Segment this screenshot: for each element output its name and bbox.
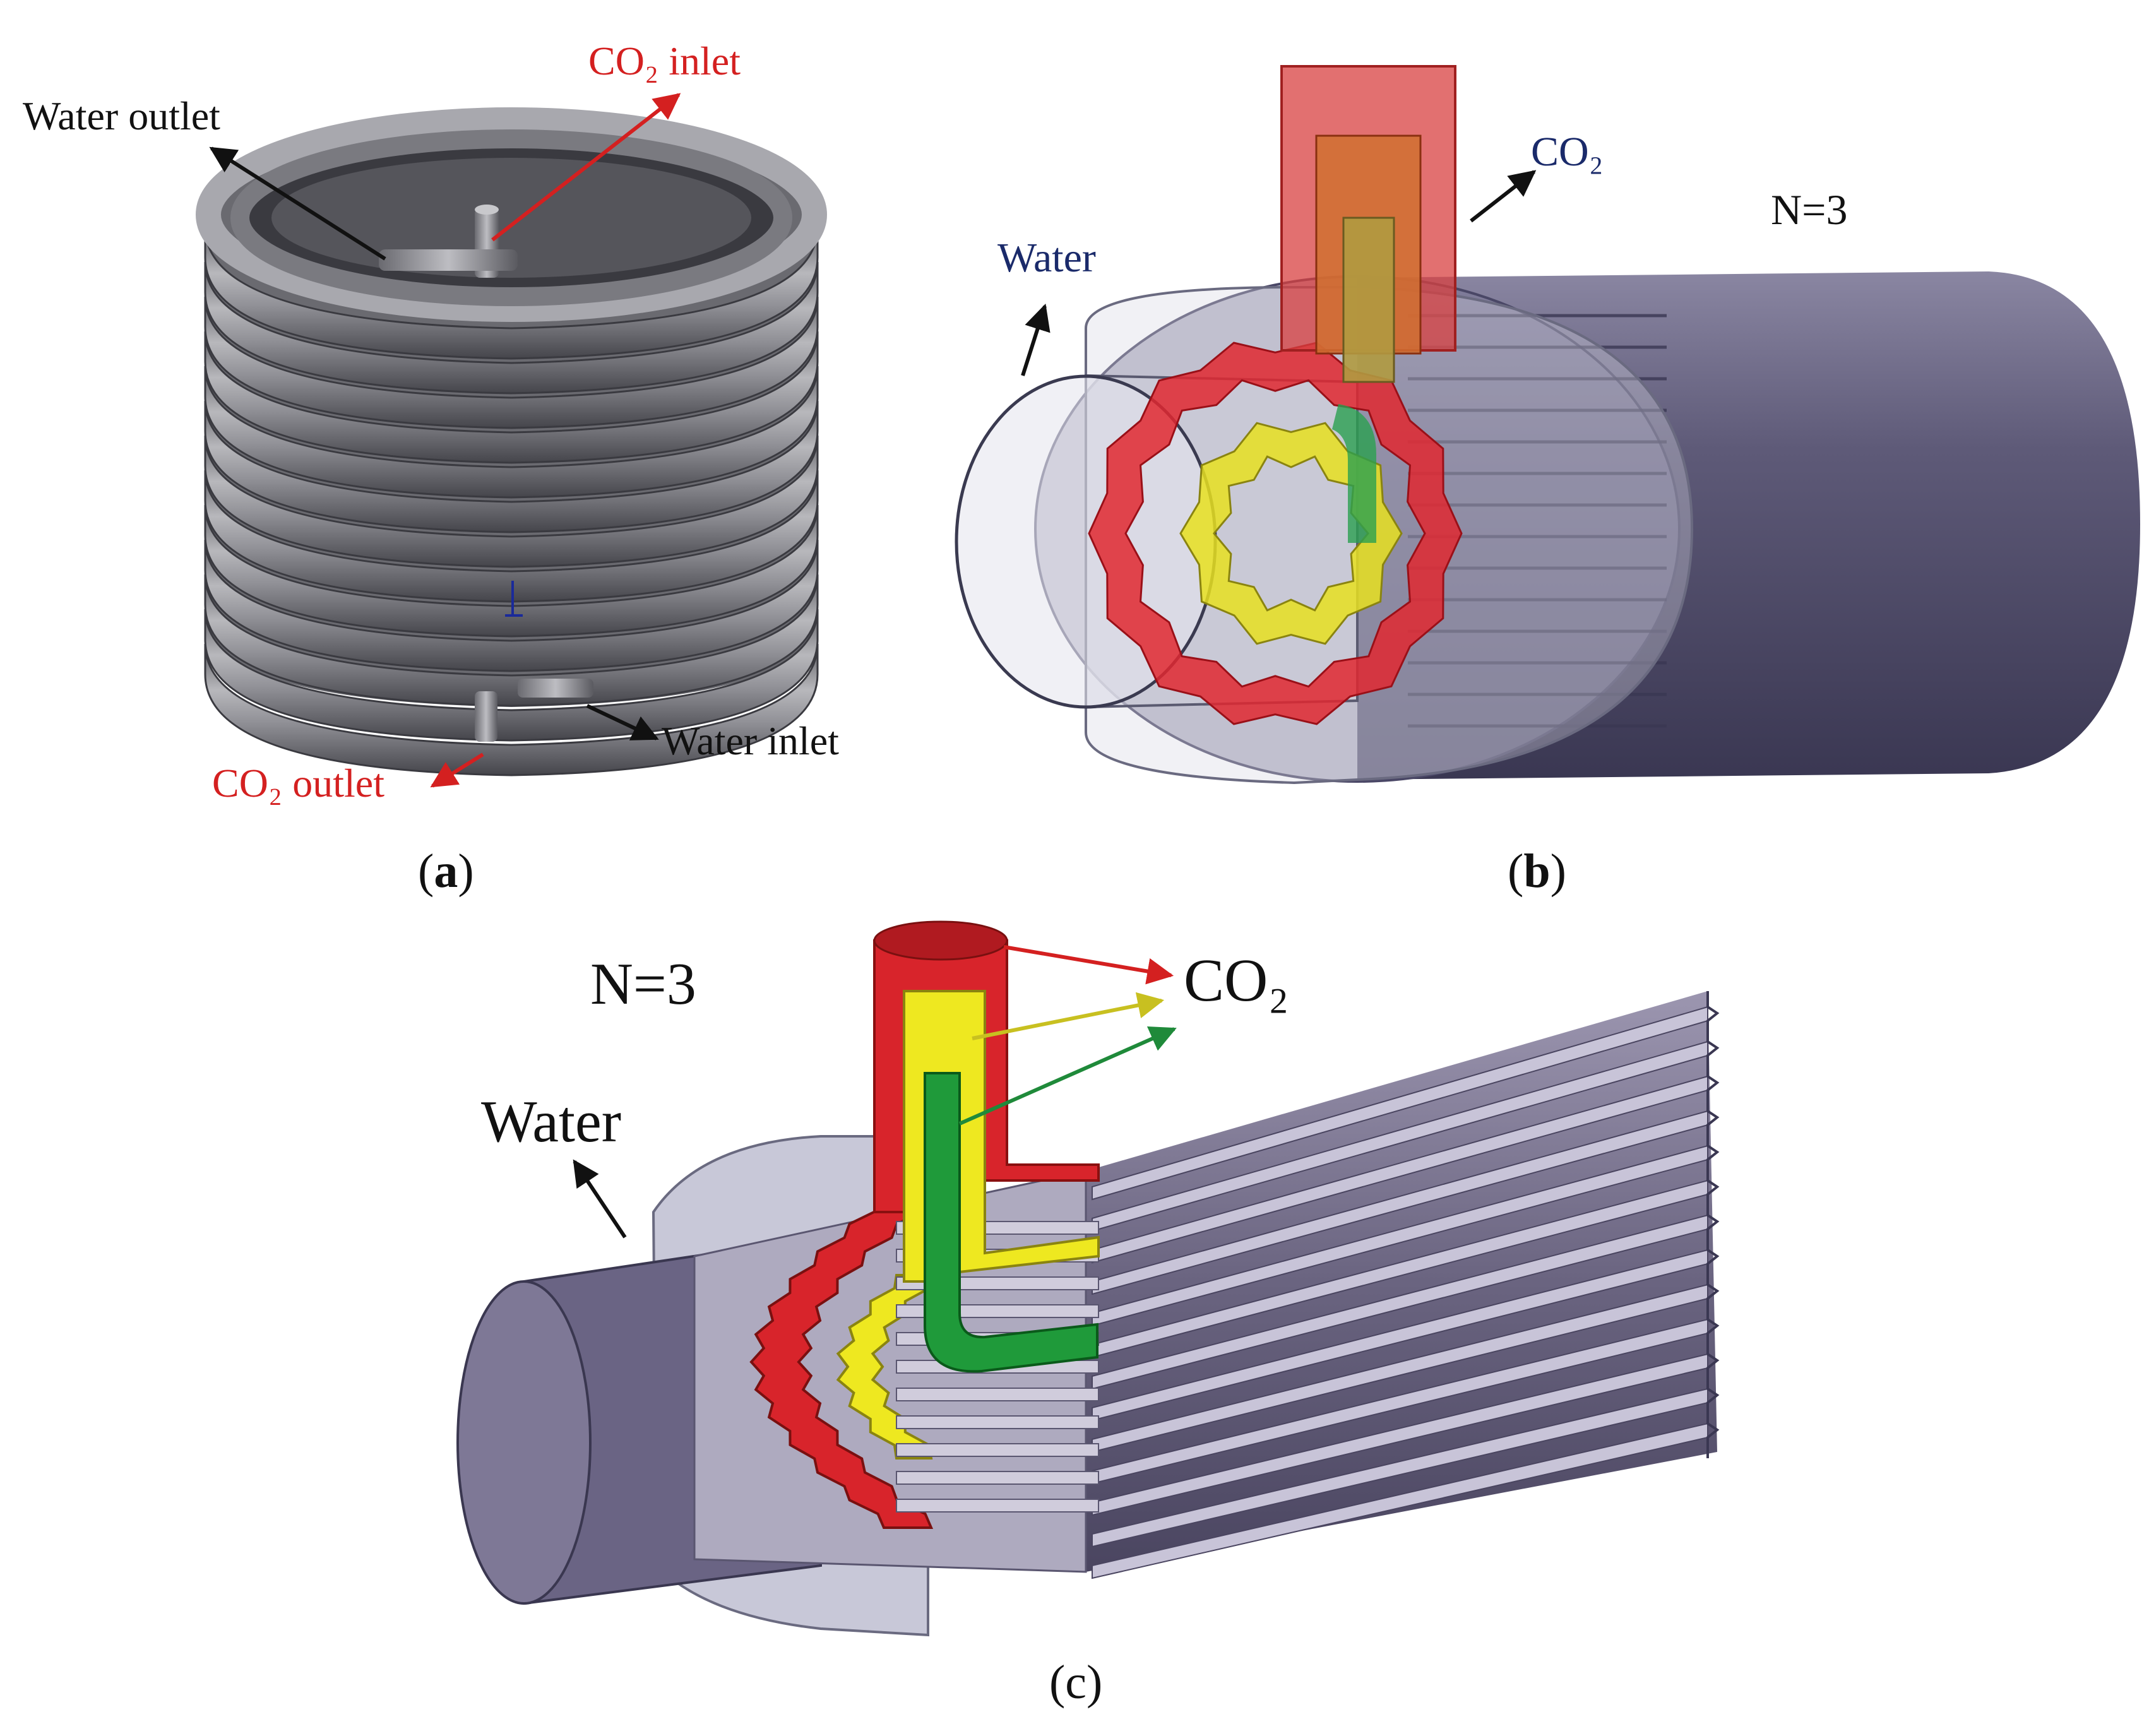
co2-outlet-stub (475, 691, 497, 742)
red-corrugated-half (749, 1195, 934, 1529)
coil-turn (204, 296, 819, 429)
n-label-b: N=3 (1771, 186, 1847, 234)
inner-tube-strip (896, 1471, 1099, 1485)
inner-tube-strip (896, 1499, 1099, 1513)
coil-turns (196, 107, 827, 776)
inner-tube-strip (896, 1388, 1099, 1401)
water-outlet-label: Water outlet (23, 93, 220, 138)
co2-green-tube-c (924, 1072, 1098, 1373)
coil-turn (204, 574, 819, 707)
water-inlet-label: Water inlet (662, 718, 839, 763)
coil-turn (204, 227, 819, 360)
coil-turn (204, 331, 819, 464)
panel-b-caption: (b) (1508, 845, 1566, 898)
yellow-corrugated-half (836, 1274, 933, 1460)
water-label-b: Water (997, 235, 1096, 281)
co2-green-tube (1332, 404, 1376, 543)
coil-turn (204, 366, 819, 499)
coil-inner-turn (230, 129, 792, 306)
inner-tube-strip (896, 1443, 1099, 1457)
coil-turn (204, 435, 819, 568)
coil-turn (204, 470, 819, 603)
co2-inlet-arrow (491, 93, 681, 242)
co2-label-c: CO₂ (1184, 946, 1289, 1014)
water-inlet-arrow (586, 704, 659, 740)
coil-turn (204, 504, 819, 638)
water-outlet-stub (379, 249, 518, 271)
panel-c-cutaway-drawing: CO₂ N=3 Water (456, 920, 1720, 1637)
water-label-c: Water (481, 1089, 621, 1155)
co2-riser-olive (1342, 217, 1395, 383)
co2-label-b: CO₂ (1531, 129, 1604, 175)
co2-arrow-red-c (1003, 945, 1174, 985)
panel-b-exchanger-drawing: CO₂ Water N=3 (955, 65, 2140, 785)
co2-outlet-arrow (430, 752, 484, 788)
coil-turn (204, 400, 819, 533)
water-arrow-c (573, 1159, 627, 1239)
water-outlet-arrow (209, 146, 386, 261)
water-inlet-stub (518, 679, 593, 698)
coil-turn (204, 261, 819, 395)
co2-inlet-label: CO₂ inlet (588, 39, 741, 83)
yellow-corrugated-ring (1179, 422, 1403, 645)
coil-turn (204, 609, 819, 742)
coil-turn (204, 643, 819, 776)
coil-top-turn (196, 107, 827, 322)
co2-arrow-b (1470, 170, 1537, 223)
shell-cut-edge (1706, 991, 1720, 1458)
co2-arrow-green-c (958, 1026, 1177, 1126)
panel-a-caption: (a) (418, 845, 474, 898)
co2-yellow-tube-section (1179, 422, 1403, 645)
inner-tube-strip (896, 1415, 1099, 1429)
co2-yellow-cut (836, 1274, 933, 1460)
panel-c-caption: (c) (1049, 1656, 1102, 1709)
n-label-c: N=3 (590, 951, 696, 1017)
water-arrow-b (1021, 303, 1051, 376)
co2-red-cut (749, 1195, 934, 1529)
panel-a-coil-drawing: CO₂ inlet Water outlet Water inlet CO₂ o… (23, 39, 839, 806)
co2-outlet-label: CO₂ outlet (212, 761, 384, 806)
co2-arrow-yellow-c (972, 992, 1165, 1040)
coil-turn (204, 539, 819, 672)
shell-grooves (1092, 991, 1720, 1579)
